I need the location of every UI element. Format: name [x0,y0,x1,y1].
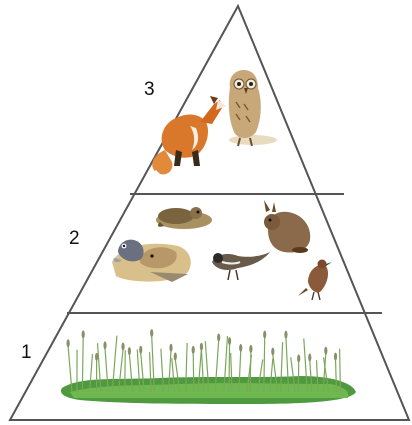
grass-seed-head [297,354,300,362]
ground-squirrel-icon [156,207,212,229]
grass-seed-head [263,331,266,339]
grass-seed-head [150,329,153,337]
grass-blade [193,353,194,392]
grass-seed-head [324,347,327,355]
sparrow-icon [212,252,270,280]
grass-seed-head [249,345,252,353]
grass-seed-head [67,339,70,347]
grass-seed-head [82,330,85,338]
grass-seed-head [334,353,337,361]
grass-seed-head [128,347,131,355]
grass-seed-head [239,344,242,352]
pyramid-triangle [10,6,409,420]
grass-seed-head [308,354,311,362]
grass-icon [61,329,356,404]
grass-blade [229,344,230,392]
grass-blade [125,350,126,392]
small-bird-icon [298,260,332,301]
rabbit-icon [264,200,310,253]
level-label-2: 2 [69,229,80,248]
grass-seed-head [228,337,231,345]
level-label-3: 3 [144,80,155,99]
grass-seed-head [271,348,274,356]
grass-blade [340,349,341,392]
pyramid-outline [10,6,409,420]
grass-seed-head [121,343,124,351]
fox-icon [152,96,226,177]
grass-seed-head [174,352,177,360]
grass-seed-head [217,334,220,342]
grass-seed-head [139,346,142,354]
grass-seed-head [169,344,172,352]
grass-seed-head [103,341,106,349]
grass-seed-head [200,343,203,351]
grass-seed-head [284,331,287,339]
level-label-1: 1 [21,343,32,362]
grass-seed-head [192,346,195,354]
